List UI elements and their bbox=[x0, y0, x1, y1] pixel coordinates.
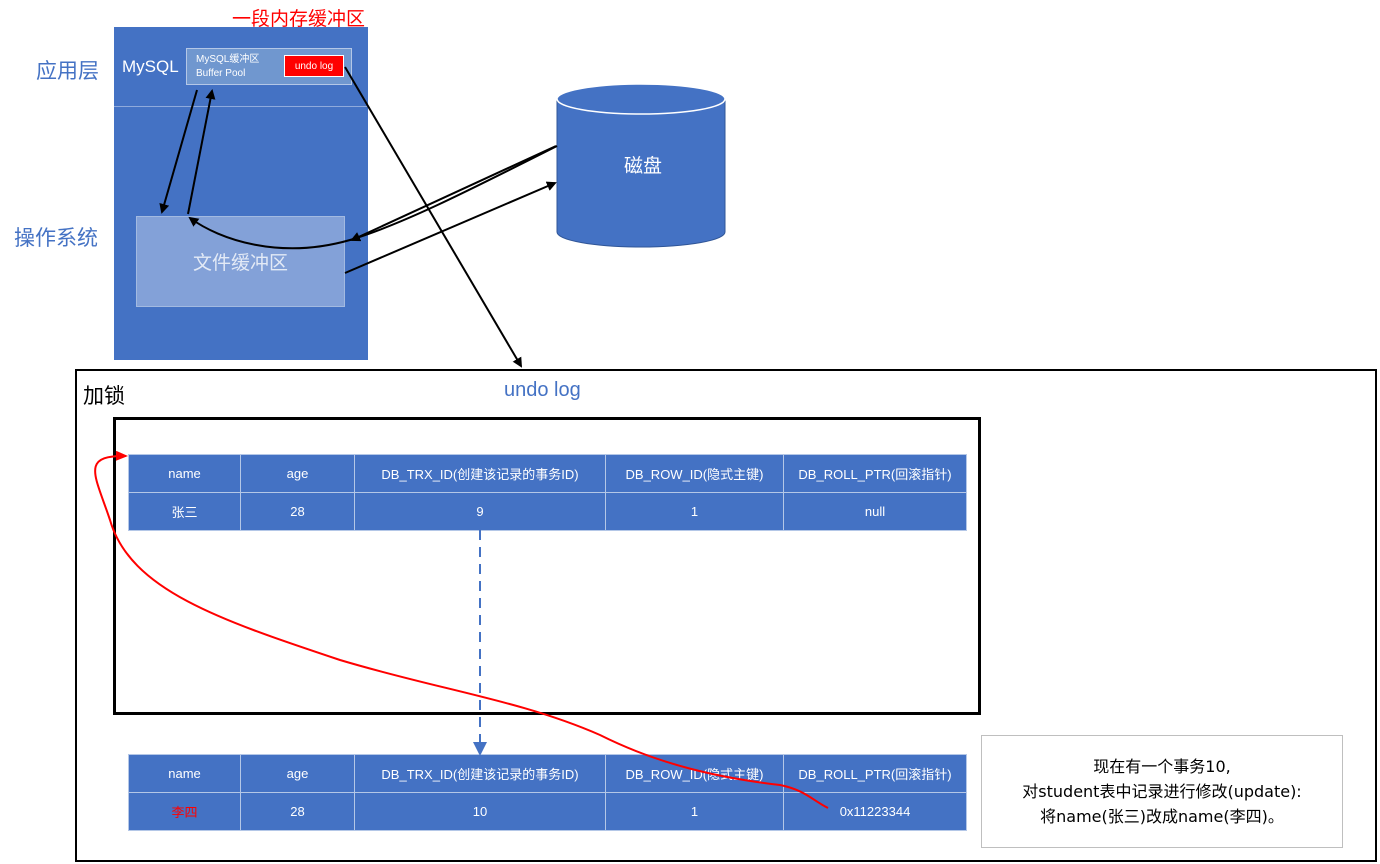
record-table-updated: name age DB_TRX_ID(创建该记录的事务ID) DB_ROW_ID… bbox=[128, 754, 967, 831]
header-row-id: DB_ROW_ID(隐式主键) bbox=[605, 454, 784, 493]
cell-trx-id: 9 bbox=[354, 492, 606, 531]
undo-log-box: undo log bbox=[284, 55, 344, 77]
cell-age: 28 bbox=[240, 792, 355, 831]
buffer-pool-label: MySQL缓冲区 Buffer Pool bbox=[196, 53, 259, 81]
note-line-1: 现在有一个事务10, bbox=[1093, 757, 1231, 776]
table-header-row: name age DB_TRX_ID(创建该记录的事务ID) DB_ROW_ID… bbox=[128, 454, 967, 493]
cell-row-id: 1 bbox=[605, 492, 784, 531]
cell-roll-ptr: null bbox=[783, 492, 967, 531]
header-trx-id: DB_TRX_ID(创建该记录的事务ID) bbox=[354, 454, 606, 493]
memory-buffer-label: 一段内存缓冲区 bbox=[232, 8, 366, 30]
app-layer-label: 应用层 bbox=[36, 59, 99, 83]
cell-age: 28 bbox=[240, 492, 355, 531]
current-record-frame bbox=[113, 417, 981, 715]
header-row-id: DB_ROW_ID(隐式主键) bbox=[605, 754, 784, 793]
header-trx-id: DB_TRX_ID(创建该记录的事务ID) bbox=[354, 754, 606, 793]
disk-label: 磁盘 bbox=[623, 155, 662, 177]
note-line-2: 对student表中记录进行修改(update): bbox=[1022, 782, 1302, 801]
cell-name: 李四 bbox=[128, 792, 241, 831]
file-buffer-box: 文件缓冲区 bbox=[136, 216, 345, 307]
cell-row-id: 1 bbox=[605, 792, 784, 831]
roll-pointer-curve bbox=[94, 450, 829, 809]
mysql-label: MySQL bbox=[122, 57, 179, 76]
os-layer-label: 操作系统 bbox=[14, 226, 98, 250]
header-age: age bbox=[240, 454, 355, 493]
header-name: name bbox=[128, 754, 241, 793]
record-table-original: name age DB_TRX_ID(创建该记录的事务ID) DB_ROW_ID… bbox=[128, 454, 967, 531]
table-row: 张三 28 9 1 null bbox=[128, 492, 967, 531]
disk-cylinder bbox=[556, 83, 726, 248]
arrow-disk-to-filebuffer-2 bbox=[350, 145, 557, 242]
arrow-bufferpool-to-filebuffer bbox=[159, 89, 198, 214]
table-header-row: name age DB_TRX_ID(创建该记录的事务ID) DB_ROW_ID… bbox=[128, 754, 967, 793]
arrow-undolog-to-lock-area bbox=[344, 66, 523, 368]
buffer-pool-line2: Buffer Pool bbox=[196, 68, 246, 79]
cell-trx-id: 10 bbox=[354, 792, 606, 831]
header-roll-ptr: DB_ROLL_PTR(回滚指针) bbox=[783, 454, 967, 493]
transaction-note: 现在有一个事务10, 对student表中记录进行修改(update): 将na… bbox=[981, 735, 1343, 848]
buffer-pool-line1: MySQL缓冲区 bbox=[196, 54, 260, 65]
cell-name: 张三 bbox=[128, 492, 241, 531]
lock-label: 加锁 bbox=[83, 384, 125, 408]
arrow-filebuffer-to-bufferpool bbox=[187, 89, 216, 215]
table-row: 李四 28 10 1 0x11223344 bbox=[128, 792, 967, 831]
lock-frame bbox=[75, 369, 1377, 862]
layer-divider bbox=[114, 106, 368, 107]
undo-log-title: undo log bbox=[504, 379, 581, 401]
arrow-filebuffer-to-disk bbox=[344, 181, 557, 274]
note-line-3: 将name(张三)改成name(李四)。 bbox=[1040, 807, 1284, 826]
arrow-disk-to-filebuffer bbox=[188, 145, 558, 250]
